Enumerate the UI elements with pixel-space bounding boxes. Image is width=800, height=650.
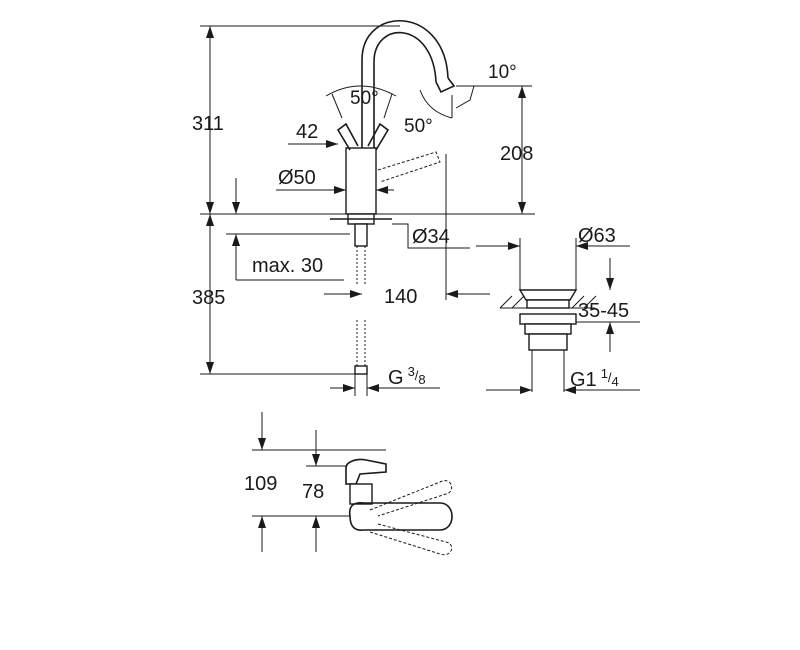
label-body-diameter: Ø50 [278,167,316,189]
waste-flange [526,299,570,309]
label-spout-swivel-angle: 50° [404,116,433,137]
waste-washer [524,323,572,335]
waste-thread-den: 4 [612,374,619,389]
top-body [349,483,373,505]
top-spout-swivel-up [369,480,453,517]
arrow [350,290,362,298]
faucet-body [345,147,377,215]
label-waste-diameter: Ø63 [578,225,616,247]
arrow [606,278,614,290]
dim-o34-leader [392,223,470,249]
lever-rotated [377,151,441,183]
hose-thread-main: G [388,367,404,389]
arrow [518,202,526,214]
top-spout [348,501,453,531]
arrow [343,384,355,392]
label-waste-range: 35-45 [578,300,629,322]
arrow [334,186,346,194]
waste-thread-main: G1 [570,369,597,391]
label-below-counter: 385 [192,287,225,309]
arrow [206,26,214,38]
waste-cap [518,289,578,301]
spout-tip [435,77,456,94]
waste-hatch [499,295,597,309]
arrow [367,384,379,392]
angle-arc-spout [419,89,453,119]
arrow [258,438,266,450]
lever-left [336,122,359,151]
label-lever-swing-angle: 50° [350,88,379,109]
arrow [446,290,458,298]
angle-leg-right [383,93,393,119]
label-total-height: 311 [192,113,224,135]
waste-side-view [476,238,640,394]
hose-thread-den: 8 [418,372,425,387]
waste-body [528,333,568,351]
waste-nut [519,313,577,325]
arrow [376,186,388,194]
label-max-thickness: max. 30 [252,255,323,277]
spout-inner [373,31,437,150]
angle-10-arc [455,85,475,109]
arrow [326,140,338,148]
top-lever [345,458,387,485]
label-hole-diameter: Ø34 [412,226,450,248]
arrow [508,242,520,250]
label-top-body: 78 [302,481,324,503]
arrow [206,362,214,374]
lever-right [367,122,390,151]
arrow [232,202,240,214]
label-top-overall: 109 [244,473,277,495]
arrow [564,386,576,394]
faucet-top-view [252,412,453,556]
arrow [520,386,532,394]
label-handle-width: 42 [296,121,318,143]
arrow [206,202,214,214]
angle-arc-lever [325,85,397,97]
top-spout-swivel-down [369,523,453,556]
arrow [312,454,320,466]
waste-thread-num: 1 [601,366,608,381]
label-spout-height: 208 [500,143,533,165]
faucet-side-view [200,19,535,396]
arrow [576,242,588,250]
arrow [606,322,614,334]
arrow [518,86,526,98]
arrow [232,234,240,246]
hose-thread-num: 3 [408,364,415,379]
hose-fitting [354,365,368,375]
arrow [312,516,320,528]
label-spout-reach: 140 [384,286,417,308]
arrow [206,214,214,226]
angle-leg-left [331,93,343,119]
arrow [258,516,266,528]
label-spout-tip-angle: 10° [488,62,517,83]
mount-shank [354,223,368,247]
spout-outer [361,19,449,150]
